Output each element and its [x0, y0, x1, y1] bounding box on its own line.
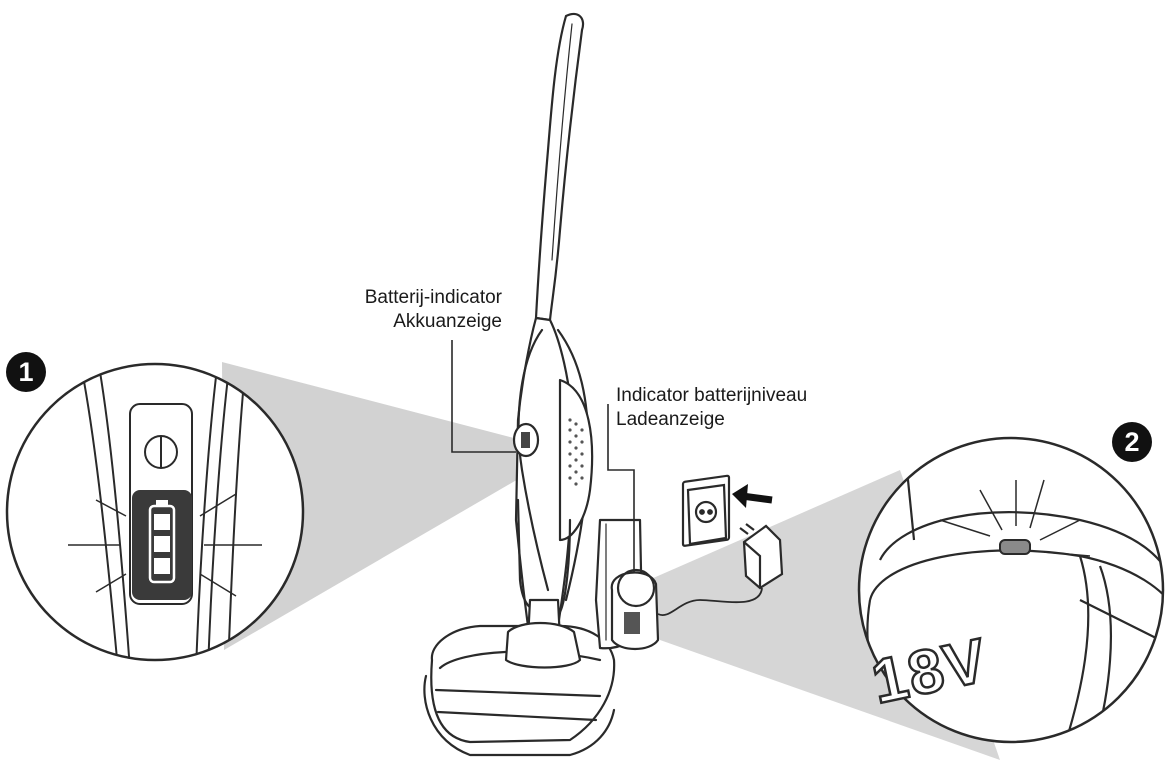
- stick-vacuum: [423, 12, 660, 757]
- label-battery-indicator: Batterij-indicator Akkuanzeige: [300, 286, 502, 334]
- step-1-callout: 1: [6, 352, 46, 392]
- zoom-circle-charge-indicator: [857, 436, 1165, 744]
- zoom-beam-left: [222, 362, 520, 650]
- charging-battery: [610, 571, 660, 651]
- arrow-plug-in: [732, 484, 773, 508]
- zoom-circle-battery-indicator: [5, 362, 305, 662]
- power-cable: [657, 587, 763, 617]
- label-battery-indicator-nl: Batterij-indicator: [364, 287, 502, 308]
- label-charge-indicator: Indicator batterijniveau Ladeanzeige: [616, 384, 807, 432]
- label-charge-indicator-de: Ladeanzeige: [616, 409, 725, 430]
- step-2-callout: 2: [1112, 422, 1152, 462]
- motor-grille: [568, 418, 584, 486]
- leader-charge-indicator: [607, 404, 635, 572]
- led-glow-rays: [939, 479, 1091, 557]
- wall-socket: [681, 474, 731, 547]
- power-adapter: [657, 523, 784, 617]
- leader-battery-indicator: [451, 340, 516, 453]
- indicator-glow-rays: [68, 493, 262, 597]
- battery-level-icon: [148, 500, 176, 584]
- label-battery-indicator-de: Akkuanzeige: [393, 311, 502, 332]
- vacuum-handle: [534, 12, 585, 322]
- charge-led: [999, 539, 1031, 555]
- charge-indicator-spot: [616, 568, 656, 608]
- label-charge-indicator-nl: Indicator batterijniveau: [616, 385, 808, 406]
